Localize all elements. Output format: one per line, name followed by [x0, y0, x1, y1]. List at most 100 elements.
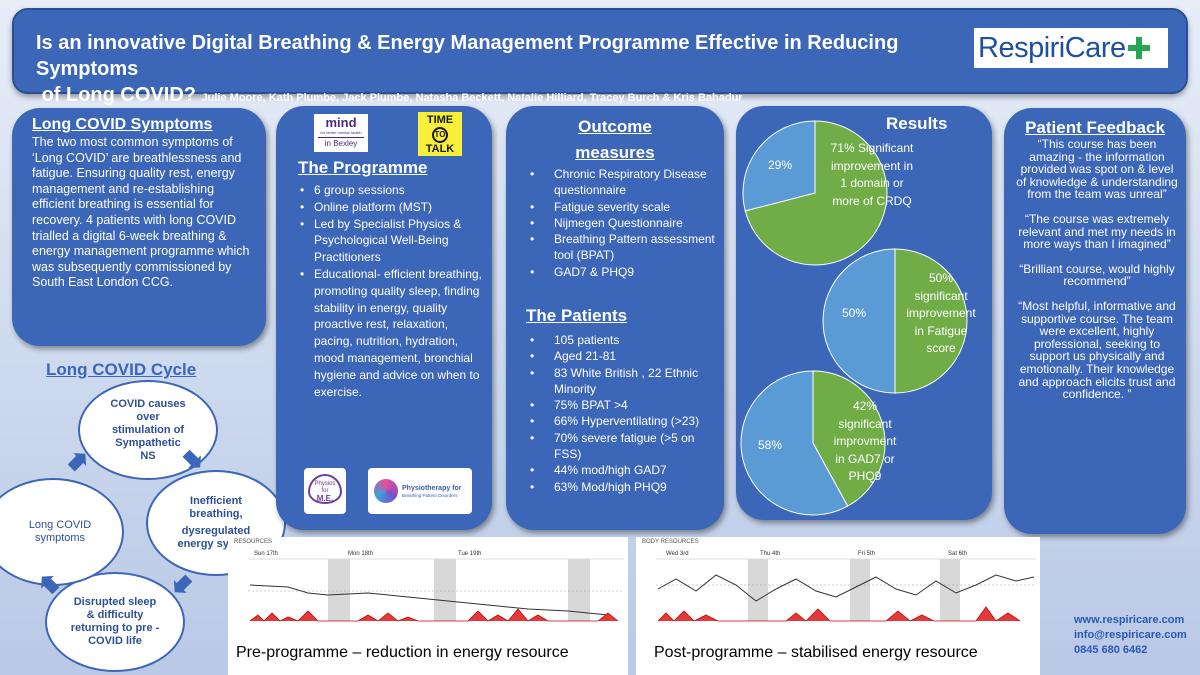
outcome-heading-line1: Outcome [578, 117, 652, 136]
cycle-step-2a-text: Inefficient breathing, [189, 495, 243, 520]
mind-bexley-logo: mind for better mental health in Bexley [314, 114, 368, 152]
physiotherapy-bpd-logo: Physiotherapy for Breathing Pattern Diso… [368, 468, 472, 514]
post-graph-caption: Post-programme – stabilised energy resou… [654, 644, 978, 661]
post-graph-title: BODY RESOURCES [642, 539, 699, 545]
quote: “Most helpful, informative and supportiv… [1018, 298, 1176, 402]
plus-icon [1127, 37, 1150, 59]
pie-slice-other [742, 120, 816, 212]
list-item: Breathing Pattern assessment tool (BPAT) [524, 231, 720, 264]
list-item: 6 group sessions [298, 182, 486, 199]
poster-header: Is an innovative Digital Breathing & Ene… [12, 8, 1188, 106]
results-panel: Results 29% 71% Significant improvement … [736, 106, 992, 520]
mind-logo-text: mind [325, 115, 357, 130]
pie-improved-label: 71% Significant improvement in 1 domain … [830, 141, 914, 208]
pie-slice-improved [744, 120, 888, 266]
day-label: Sun 17th [254, 551, 278, 557]
symptoms-heading: Long COVID Symptoms [32, 116, 213, 133]
patients-list: 105 patients Aged 21-81 83 White British… [524, 332, 720, 495]
list-item: Aged 21-81 [524, 348, 720, 365]
bpd-line2: Breathing Pattern Disorders [402, 492, 458, 498]
list-item: 63% Mod/high PHQ9 [524, 479, 720, 496]
cycle-step-1: COVID causes over stimulation of Sympath… [78, 380, 218, 480]
cycle-step-3-text: Disrupted sleep & difficulty returning t… [70, 596, 160, 647]
day-label: Mon 18th [348, 551, 373, 557]
cycle-arrow-icon [67, 452, 90, 474]
list-item: Online platform (MST) [298, 199, 486, 216]
outcome-list: Chronic Respiratory Disease questionnair… [524, 166, 720, 280]
list-item: GAD7 & PHQ9 [524, 264, 720, 281]
pie-improved-label: 42% significant improvment in GAD7 or PH… [833, 399, 897, 483]
list-item: 83 White British , 22 Ethnic Minority [524, 365, 720, 398]
list-item: 75% BPAT >4 [524, 397, 720, 414]
title-line2: of Long COVID? [41, 84, 196, 106]
contact-web[interactable]: www.respiricare.com [1074, 614, 1185, 626]
swirl-icon [374, 479, 398, 503]
quote: “The course was extremely relevant and m… [1018, 211, 1176, 252]
outcome-heading: Outcome measures [506, 114, 724, 166]
list-item: Fatigue severity scale [524, 199, 720, 216]
list-item: 66% Hyperventilating (>23) [524, 413, 720, 430]
pre-graph-title: RESOURCES [234, 539, 273, 545]
results-heading: Results [886, 114, 948, 133]
pie-improved-label: 50% significant improvement in Fatigue s… [906, 271, 976, 355]
list-item: 70% severe fatigue (>5 on FSS) [524, 430, 720, 463]
pie-slice-improved [894, 248, 968, 394]
list-item: 44% mod/high GAD7 [524, 462, 720, 479]
logo-text: RespiriCare [978, 31, 1126, 64]
list-item: 105 patients [524, 332, 720, 349]
outcomes-panel: Outcome measures Chronic Respiratory Dis… [506, 106, 724, 530]
pre-graph-caption: Pre-programme – reduction in energy reso… [236, 644, 569, 661]
feedback-quotes: “This course has been amazing - the info… [1014, 138, 1180, 413]
programme-panel: mind for better mental health in Bexley … [276, 106, 492, 530]
mind-logo-sub: for better mental health [320, 130, 362, 135]
list-item: Educational- efficient breathing, promot… [298, 266, 486, 400]
day-label: Tue 19th [458, 551, 481, 557]
pie-slice-other [822, 248, 896, 394]
pie-other-label: 58% [758, 438, 783, 452]
respiricare-logo: RespiriCare [974, 28, 1168, 68]
poster-title: Is an innovative Digital Breathing & Ene… [36, 30, 976, 111]
time-to-talk-logo: TIME TO TALK [418, 112, 462, 156]
outcome-heading-line2: measures [575, 143, 655, 162]
symptoms-panel: Long COVID Symptoms The two most common … [12, 108, 266, 346]
physios-for-me-logo: Physios for M.E. [304, 468, 346, 514]
authors: Julie Moore, Kath Plumbe, Jack Plumbe, N… [201, 92, 743, 104]
pie-chart-gad7-phq9 [740, 370, 886, 516]
symptoms-body: The two most common symptoms of ‘Long CO… [32, 135, 250, 290]
patients-heading: The Patients [526, 306, 628, 325]
physios-line1: Physios [314, 481, 336, 487]
day-label: Sat 6th [948, 551, 967, 557]
cycle-arrow-icon [170, 572, 193, 594]
list-item: Chronic Respiratory Disease questionnair… [524, 166, 720, 199]
post-programme-graph: BODY RESOURCES Wed 3rd Thu 4th Fri 5th S… [636, 537, 1040, 675]
pre-programme-graph: RESOURCES Sun 17th Mon 18th Tue 19th [228, 537, 628, 675]
mind-logo-bottom: in Bexley [318, 137, 364, 150]
pre-energy-graph: Sun 17th Mon 18th Tue 19th [248, 551, 624, 622]
pie-chart-crdq [742, 120, 888, 266]
programme-list: 6 group sessions Online platform (MST) L… [298, 182, 486, 400]
contact-phone: 0845 680 6462 [1074, 644, 1148, 656]
contact-email[interactable]: info@respiricare.com [1074, 629, 1187, 641]
ttt-line1: TIME [426, 114, 454, 126]
feedback-heading: Patient Feedback [1025, 118, 1165, 137]
list-item: Led by Specialist Physios & Psychologica… [298, 216, 486, 266]
cycle-step-4-text: Long COVID symptoms [28, 519, 92, 544]
cycle-step-1-text: COVID causes over stimulation of Sympath… [110, 397, 186, 462]
cycle-heading: Long COVID Cycle [46, 360, 197, 379]
post-energy-graph: Wed 3rd Thu 4th Fri 5th Sat 6th [656, 551, 1036, 622]
ttt-line2: TO [432, 127, 448, 143]
cycle-step-3: Disrupted sleep & difficulty returning t… [45, 572, 185, 672]
day-label: Wed 3rd [666, 551, 689, 557]
day-label: Fri 5th [858, 551, 875, 557]
bpd-line1: Physiotherapy for [402, 484, 462, 492]
cycle-arrow-icon [40, 572, 62, 595]
cycle-step-4: Long COVID symptoms [0, 478, 124, 586]
day-label: Thu 4th [760, 551, 780, 557]
quote: “This course has been amazing - the info… [1016, 137, 1178, 202]
pie-other-label: 50% [842, 306, 867, 320]
programme-heading: The Programme [298, 158, 428, 177]
pie-other-label: 29% [768, 158, 793, 172]
pie-chart-fatigue [822, 248, 968, 394]
quote: “Brilliant course, would highly recommen… [1019, 261, 1175, 289]
cycle-arrow-icon [180, 449, 202, 472]
